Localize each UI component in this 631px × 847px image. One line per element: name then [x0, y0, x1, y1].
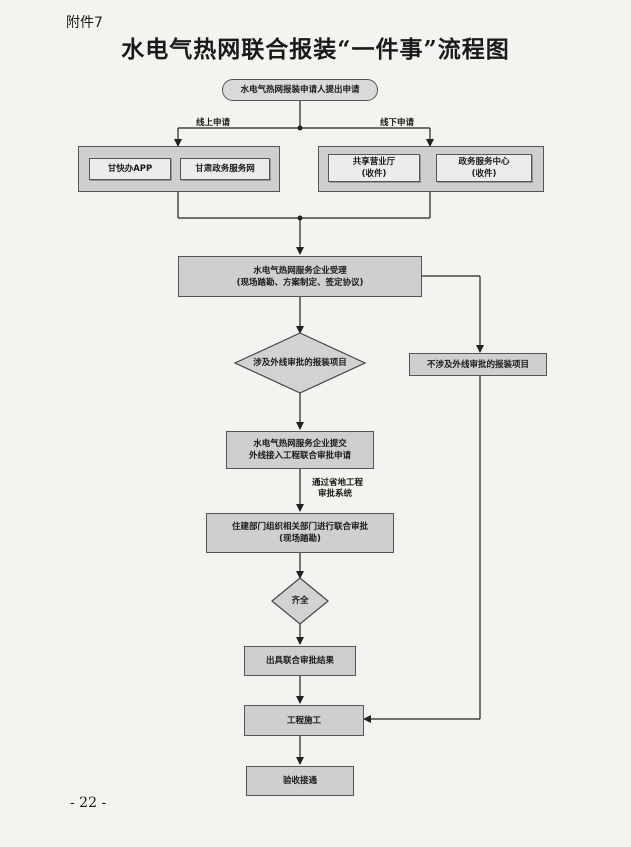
- channel-gansu-app-label: 甘快办APP: [107, 164, 153, 174]
- channel-gov-service-center: 政务服务中心 (收件): [436, 154, 532, 182]
- decision-external-label: 涉及外线审批的报装项目: [253, 358, 347, 368]
- junction-dot-merge: [297, 215, 303, 221]
- start-node-label: 水电气热网报装申请人提出申请: [240, 85, 360, 95]
- construction-node-label: 工程施工: [286, 715, 321, 726]
- inspection-node-label: 验收接通: [282, 776, 317, 786]
- no-external-node-label: 不涉及外线审批的报装项目: [426, 359, 529, 370]
- online-apply-label: 线上申请: [196, 118, 231, 128]
- attachment-label: 附件7: [66, 15, 103, 31]
- channel-gov-service-center-line2: (收件): [471, 169, 497, 179]
- issue-result-node-label: 出具联合审批结果: [265, 656, 334, 666]
- decision-complete-label: 齐全: [291, 596, 309, 606]
- page-title: 水电气热网联合报装“一件事”流程图: [121, 36, 510, 63]
- joint-review-node-line2: (现场踏勘): [279, 534, 321, 544]
- via-system-line2: 审批系统: [318, 489, 353, 499]
- channel-gansu-gov-portal-label: 甘肃政务服务网: [195, 164, 255, 174]
- submit-node: 水电气热网服务企业提交 外线接入工程联合审批申请: [226, 431, 374, 469]
- channel-shared-hall-line1: 共享营业厅: [352, 157, 396, 167]
- accept-node: 水电气热网服务企业受理 (现场踏勘、方案制定、签定协议): [178, 256, 422, 297]
- joint-review-node-line1: 住建部门组织相关部门进行联合审批: [231, 522, 368, 532]
- accept-node-line1: 水电气热网服务企业受理: [253, 265, 347, 276]
- channel-shared-hall: 共享营业厅 (收件): [328, 154, 420, 182]
- submit-node-line1: 水电气热网服务企业提交: [253, 439, 347, 449]
- offline-apply-label: 线下申请: [380, 118, 415, 128]
- issue-result-node: 出具联合审批结果: [244, 646, 356, 676]
- inspection-node: 验收接通: [246, 766, 354, 796]
- junction-dot-split: [297, 125, 303, 131]
- via-system-line1: 通过省地工程: [312, 478, 364, 488]
- submit-node-line2: 外线接入工程联合审批申请: [248, 451, 351, 461]
- accept-node-line2: (现场踏勘、方案制定、签定协议): [236, 277, 364, 288]
- page-number: - 22 -: [70, 795, 107, 811]
- channel-gov-service-center-line1: 政务服务中心: [458, 157, 510, 167]
- via-system-label: 通过省地工程 审批系统: [312, 478, 363, 500]
- channel-shared-hall-line2: (收件): [361, 169, 387, 179]
- decision-external-shape: [233, 332, 367, 394]
- channel-gansu-app: 甘快办APP: [89, 158, 171, 180]
- construction-node: 工程施工: [244, 705, 364, 736]
- joint-review-node: 住建部门组织相关部门进行联合审批 (现场踏勘): [206, 513, 394, 553]
- decision-complete-shape: [271, 577, 329, 625]
- no-external-node: 不涉及外线审批的报装项目: [409, 353, 547, 376]
- start-node: 水电气热网报装申请人提出申请: [222, 79, 378, 101]
- channel-gansu-gov-portal: 甘肃政务服务网: [180, 158, 270, 180]
